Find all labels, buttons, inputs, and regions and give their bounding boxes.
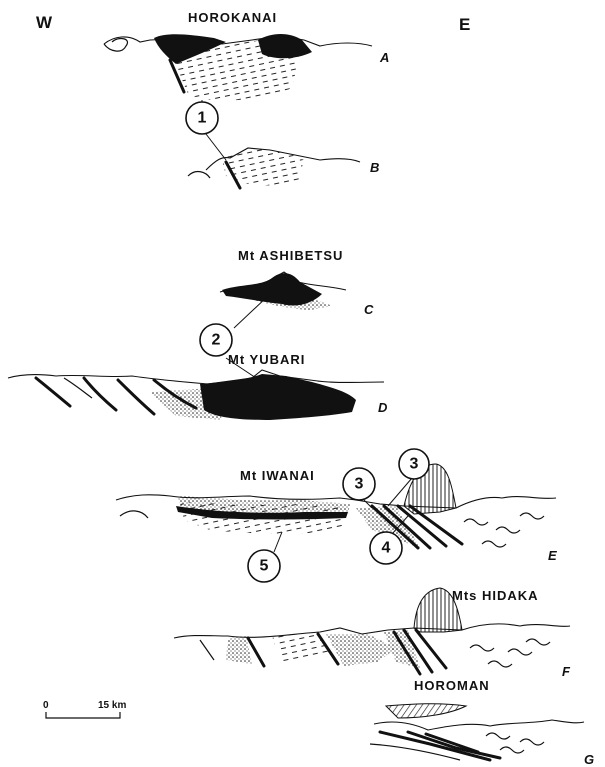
section-g-hatched-body	[386, 704, 466, 718]
marker-3-lower-number: 5	[260, 558, 269, 575]
marker-3-upper: 3	[343, 468, 375, 500]
section-f-label: F	[562, 664, 571, 679]
section-g-place: HOROMAN	[414, 678, 490, 693]
marker-1-leader-down	[206, 134, 226, 160]
section-b-west-fold	[188, 172, 210, 178]
marker-1: 1	[186, 102, 218, 134]
section-e-wave-3	[482, 541, 506, 547]
marker-2-leader-up	[234, 296, 268, 328]
section-e-west-fold	[120, 511, 148, 518]
scale-bar-line	[46, 712, 120, 718]
section-b: B	[188, 148, 379, 188]
marker-3-lower: 5	[248, 550, 280, 582]
section-g-topography	[374, 720, 584, 730]
section-g-wave-3	[500, 747, 524, 753]
east-label: E	[459, 15, 470, 34]
section-g: HOROMAN G	[370, 678, 594, 767]
section-c-label: C	[364, 302, 374, 317]
section-c: Mt ASHIBETSU C	[220, 248, 374, 317]
section-f-wave-1	[470, 645, 494, 651]
marker-1-number: 1	[198, 110, 207, 127]
section-a-west-fold	[104, 39, 127, 52]
marker-3-upper-number: 3	[355, 476, 364, 493]
scale-bar-end: 15 km	[98, 700, 126, 711]
section-f-place: Mts HIDAKA	[452, 588, 539, 603]
section-f-thrust-5	[416, 630, 446, 668]
section-d-thrust-1	[36, 378, 70, 406]
marker-3-lower-leader	[274, 532, 282, 552]
marker-2-number: 2	[212, 332, 221, 349]
section-g-wave-2	[520, 739, 544, 745]
marker-5-number: 4	[382, 540, 391, 557]
section-e-place: Mt IWANAI	[240, 468, 315, 483]
section-f-wave-4	[526, 639, 550, 645]
section-e-wave-1	[464, 519, 488, 525]
section-d-thrust-3	[118, 380, 154, 414]
marker-3-upper-leader	[364, 500, 372, 508]
section-f-topography	[174, 624, 570, 638]
section-d-topography	[8, 370, 384, 384]
section-e-label: E	[548, 548, 557, 563]
marker-5: 4	[370, 532, 402, 564]
section-f-wave-2	[508, 649, 532, 655]
section-c-place: Mt ASHIBETSU	[238, 248, 343, 263]
section-d-place: Mt YUBARI	[228, 352, 305, 367]
marker-4: 3	[399, 449, 429, 479]
marker-4-number: 3	[410, 456, 419, 473]
section-g-label: G	[584, 752, 594, 767]
section-d-thrust-2	[84, 378, 116, 410]
section-f: Mts HIDAKA F	[174, 588, 571, 679]
scale-bar: 0 15 km	[43, 700, 126, 718]
section-e-wave-4	[520, 513, 544, 519]
section-f-thrust-6	[200, 640, 214, 660]
section-e: Mt IWANAI E	[116, 464, 557, 563]
section-c-black-unit	[222, 273, 322, 305]
section-f-wave-3	[488, 661, 512, 667]
section-d-label: D	[378, 400, 388, 415]
section-g-wave-1	[486, 733, 510, 739]
section-a-place: HOROKANAI	[188, 10, 277, 25]
section-a: HOROKANAI A	[104, 10, 389, 101]
section-d-black-unit	[200, 374, 356, 420]
section-a-label: A	[379, 50, 389, 65]
section-b-label: B	[370, 160, 379, 175]
section-d: Mt YUBARI D	[8, 352, 388, 420]
scale-bar-start: 0	[43, 700, 49, 711]
west-label: W	[36, 13, 53, 32]
section-e-wave-2	[496, 527, 520, 533]
